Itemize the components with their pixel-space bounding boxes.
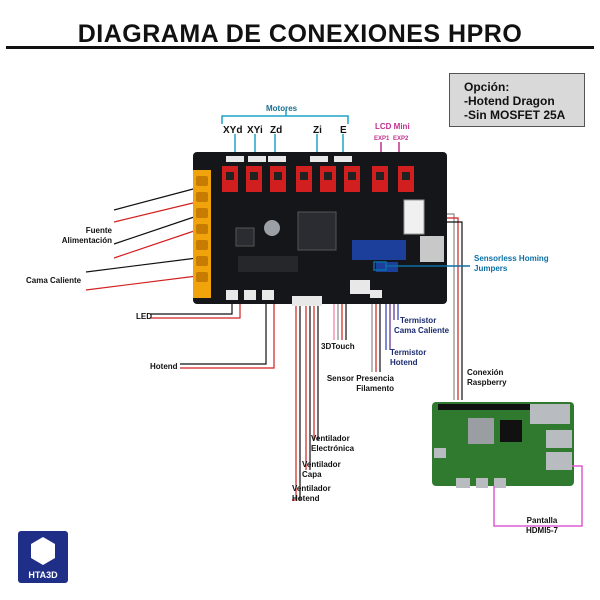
motors-group-label: Motores bbox=[266, 104, 298, 113]
title-underline bbox=[6, 46, 594, 49]
filament-label-line1: Sensor Presencia bbox=[326, 374, 394, 383]
hotend-thermistor-label-line1: Termistor bbox=[390, 348, 427, 357]
bed-thermistor-label-line2: Cama Caliente bbox=[394, 326, 450, 335]
power-label-line2: Alimentación bbox=[61, 236, 112, 245]
options-line-2: -Sin MOSFET 25A bbox=[464, 108, 566, 122]
lcd-exp1-label: EXP1 bbox=[374, 136, 390, 142]
display-label-line2: HDMI5-7 bbox=[525, 526, 558, 535]
bed-thermistor-label-line1: Termistor bbox=[400, 316, 437, 325]
raspberry-label-line1: Conexión bbox=[467, 368, 504, 377]
hexagon-icon bbox=[31, 537, 55, 565]
sensorless-label-line1: Sensorless Homing bbox=[474, 254, 549, 263]
fan-wires bbox=[292, 306, 319, 501]
led-label: LED bbox=[136, 312, 152, 321]
filament-label-line2: Filamento bbox=[356, 384, 394, 393]
raspberry-pi bbox=[432, 402, 574, 488]
brand-logo: HTA3D bbox=[18, 531, 68, 583]
lcd-exp2-label: EXP2 bbox=[393, 136, 409, 142]
filament-wires bbox=[371, 294, 381, 372]
options-line-1: -Hotend Dragon bbox=[464, 94, 555, 108]
bed-label: Cama Caliente bbox=[26, 276, 82, 285]
motor-label-zd: Zd bbox=[270, 125, 283, 136]
fan-electronics-label-line1: Ventilador bbox=[311, 434, 350, 443]
control-board bbox=[193, 152, 447, 306]
diagram-title: DIAGRAMA DE CONEXIONES HPRO bbox=[77, 20, 523, 48]
sensorless-marker bbox=[373, 261, 470, 271]
bed-wires bbox=[85, 257, 198, 291]
power-label-line1: Fuente bbox=[85, 226, 112, 235]
hotend-thermistor-label-line2: Hotend bbox=[390, 358, 418, 367]
raspberry-label-line2: Raspberry bbox=[467, 378, 507, 387]
sensorless-label-line2: Jumpers bbox=[474, 264, 508, 273]
lcd-label: LCD Mini bbox=[375, 122, 410, 131]
fan-layer-label-line2: Capa bbox=[302, 470, 322, 479]
power-wires bbox=[113, 187, 198, 259]
display-wire bbox=[493, 465, 583, 527]
fan-layer-label-line1: Ventilador bbox=[302, 460, 341, 469]
fan-electronics-label-line2: Electrónica bbox=[311, 444, 355, 453]
motor-label-xyd: XYd bbox=[223, 125, 243, 136]
options-heading: Opción: bbox=[464, 80, 510, 94]
logo-text: HTA3D bbox=[28, 570, 58, 580]
fan-hotend-label-line1: Ventilador bbox=[292, 484, 331, 493]
hotend-label: Hotend bbox=[150, 362, 178, 371]
motor-label-e: E bbox=[340, 125, 347, 136]
fan-hotend-label-line2: Hotend bbox=[292, 494, 320, 503]
motor-label-xyi: XYi bbox=[247, 125, 263, 136]
hotend-wires bbox=[180, 298, 275, 369]
options-box: Opción: -Hotend Dragon -Sin MOSFET 25A bbox=[449, 73, 585, 127]
touch-label: 3DTouch bbox=[321, 342, 355, 351]
motor-label-zi: Zi bbox=[313, 125, 322, 136]
display-label-line1: Pantalla bbox=[526, 516, 558, 525]
